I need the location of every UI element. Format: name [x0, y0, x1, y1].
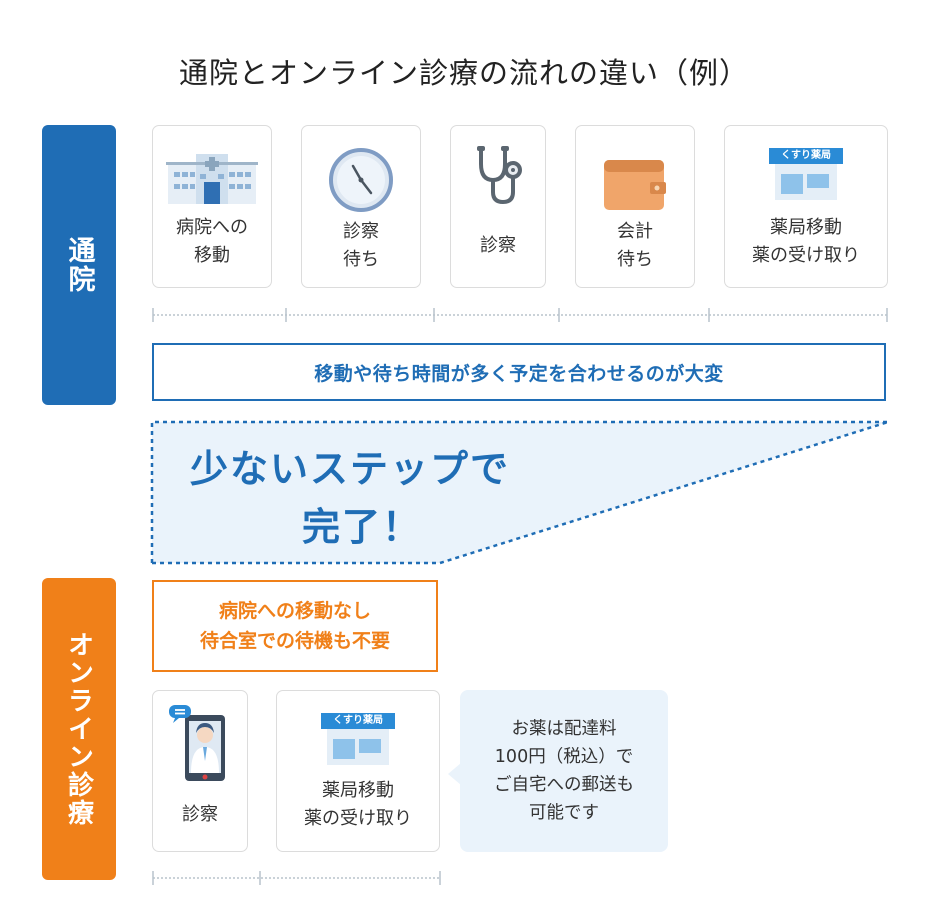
step-label: 薬局移動 薬の受け取り [304, 780, 412, 829]
step-label: 診察 待ち [343, 221, 379, 270]
visit-timeline [152, 305, 888, 325]
wallet-icon [604, 160, 666, 210]
step-card-wait-for-exam: 診察 待ち [301, 125, 421, 288]
step-card-pharmacy: くすり薬局 薬局移動 薬の受け取り [724, 125, 888, 288]
pharmacy-icon: くすり薬局 [321, 713, 395, 765]
visit-burden-banner: 移動や待ち時間が多く予定を合わせるのが大変 [152, 343, 886, 401]
step-label: 薬局移動 薬の受け取り [752, 217, 860, 266]
callout-shape [150, 420, 889, 565]
step-card-wait-for-payment: 会計 待ち [575, 125, 695, 288]
online-section-label: オンライン診療 [42, 578, 116, 880]
online-benefit-banner: 病院への移動なし 待合室での待機も不要 [152, 580, 438, 672]
note-pointer [448, 763, 461, 785]
visit-section-label: 通院 [42, 125, 116, 405]
step-card-exam: 診察 [450, 125, 546, 288]
online-timeline [152, 868, 442, 888]
page-title: 通院とオンライン診療の流れの違い（例） [178, 56, 749, 90]
clock-icon [329, 148, 393, 212]
step-label: 診察 [480, 235, 516, 256]
step-card-travel-to-hospital: 病院への 移動 [152, 125, 272, 288]
step-label: 病院への 移動 [176, 217, 248, 266]
step-card-online-pharmacy: くすり薬局 薬局移動 薬の受け取り [276, 690, 440, 852]
hospital-icon [166, 154, 258, 204]
delivery-note: お薬は配達料 100円（税込）で ご自宅への郵送も 可能です [460, 690, 668, 852]
step-label: 診察 [182, 804, 218, 825]
stethoscope-icon [477, 146, 522, 205]
pharmacy-sign: くすり薬局 [769, 148, 843, 164]
pharmacy-sign: くすり薬局 [321, 713, 395, 729]
pharmacy-icon: くすり薬局 [769, 148, 843, 200]
step-label: 会計 待ち [617, 221, 653, 270]
callout-text: 少ないステップで 完了！ [190, 447, 511, 549]
step-card-online-exam: 診察 [152, 690, 248, 852]
doctor-video-call-icon [169, 705, 225, 781]
